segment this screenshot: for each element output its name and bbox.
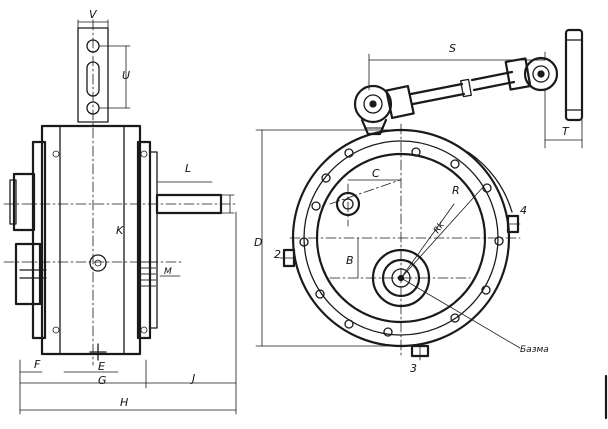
top-tab: [77, 19, 131, 366]
fitting-3: [410, 344, 430, 361]
label-2: 2: [274, 248, 281, 261]
label-bazma: Базма: [520, 345, 549, 355]
label-d: D: [254, 236, 262, 249]
label-h: H: [120, 396, 128, 409]
label-l: L: [185, 162, 191, 175]
label-u: U: [122, 69, 130, 82]
label-g: G: [98, 374, 107, 387]
label-3: 3: [410, 362, 417, 375]
label-e: E: [98, 360, 105, 373]
fitting-2: [279, 248, 296, 268]
label-v: V: [89, 8, 98, 21]
front-view: [255, 28, 608, 420]
label-b: B: [346, 254, 354, 267]
round-housing: [255, 123, 521, 357]
label-m: M: [164, 267, 172, 277]
linkage-arm: [353, 28, 584, 136]
label-c: C: [372, 167, 380, 180]
side-view: [3, 19, 239, 415]
motor-body: [9, 124, 158, 361]
fitting-4: [506, 214, 521, 234]
label-4: 4: [520, 204, 527, 217]
label-f: F: [34, 358, 41, 371]
label-j: J: [190, 372, 195, 385]
label-s: S: [449, 42, 456, 55]
bolt-ring: [299, 147, 504, 337]
side-dimensions: [19, 175, 237, 415]
output-shaft: [3, 193, 239, 215]
dimension-labels: V U S T L K M F E G J H C R Rk B D 2 3 4…: [34, 8, 570, 409]
label-r: R: [452, 184, 460, 197]
label-rk: Rk: [432, 220, 447, 236]
label-t: T: [562, 125, 570, 138]
label-k: K: [116, 224, 124, 237]
